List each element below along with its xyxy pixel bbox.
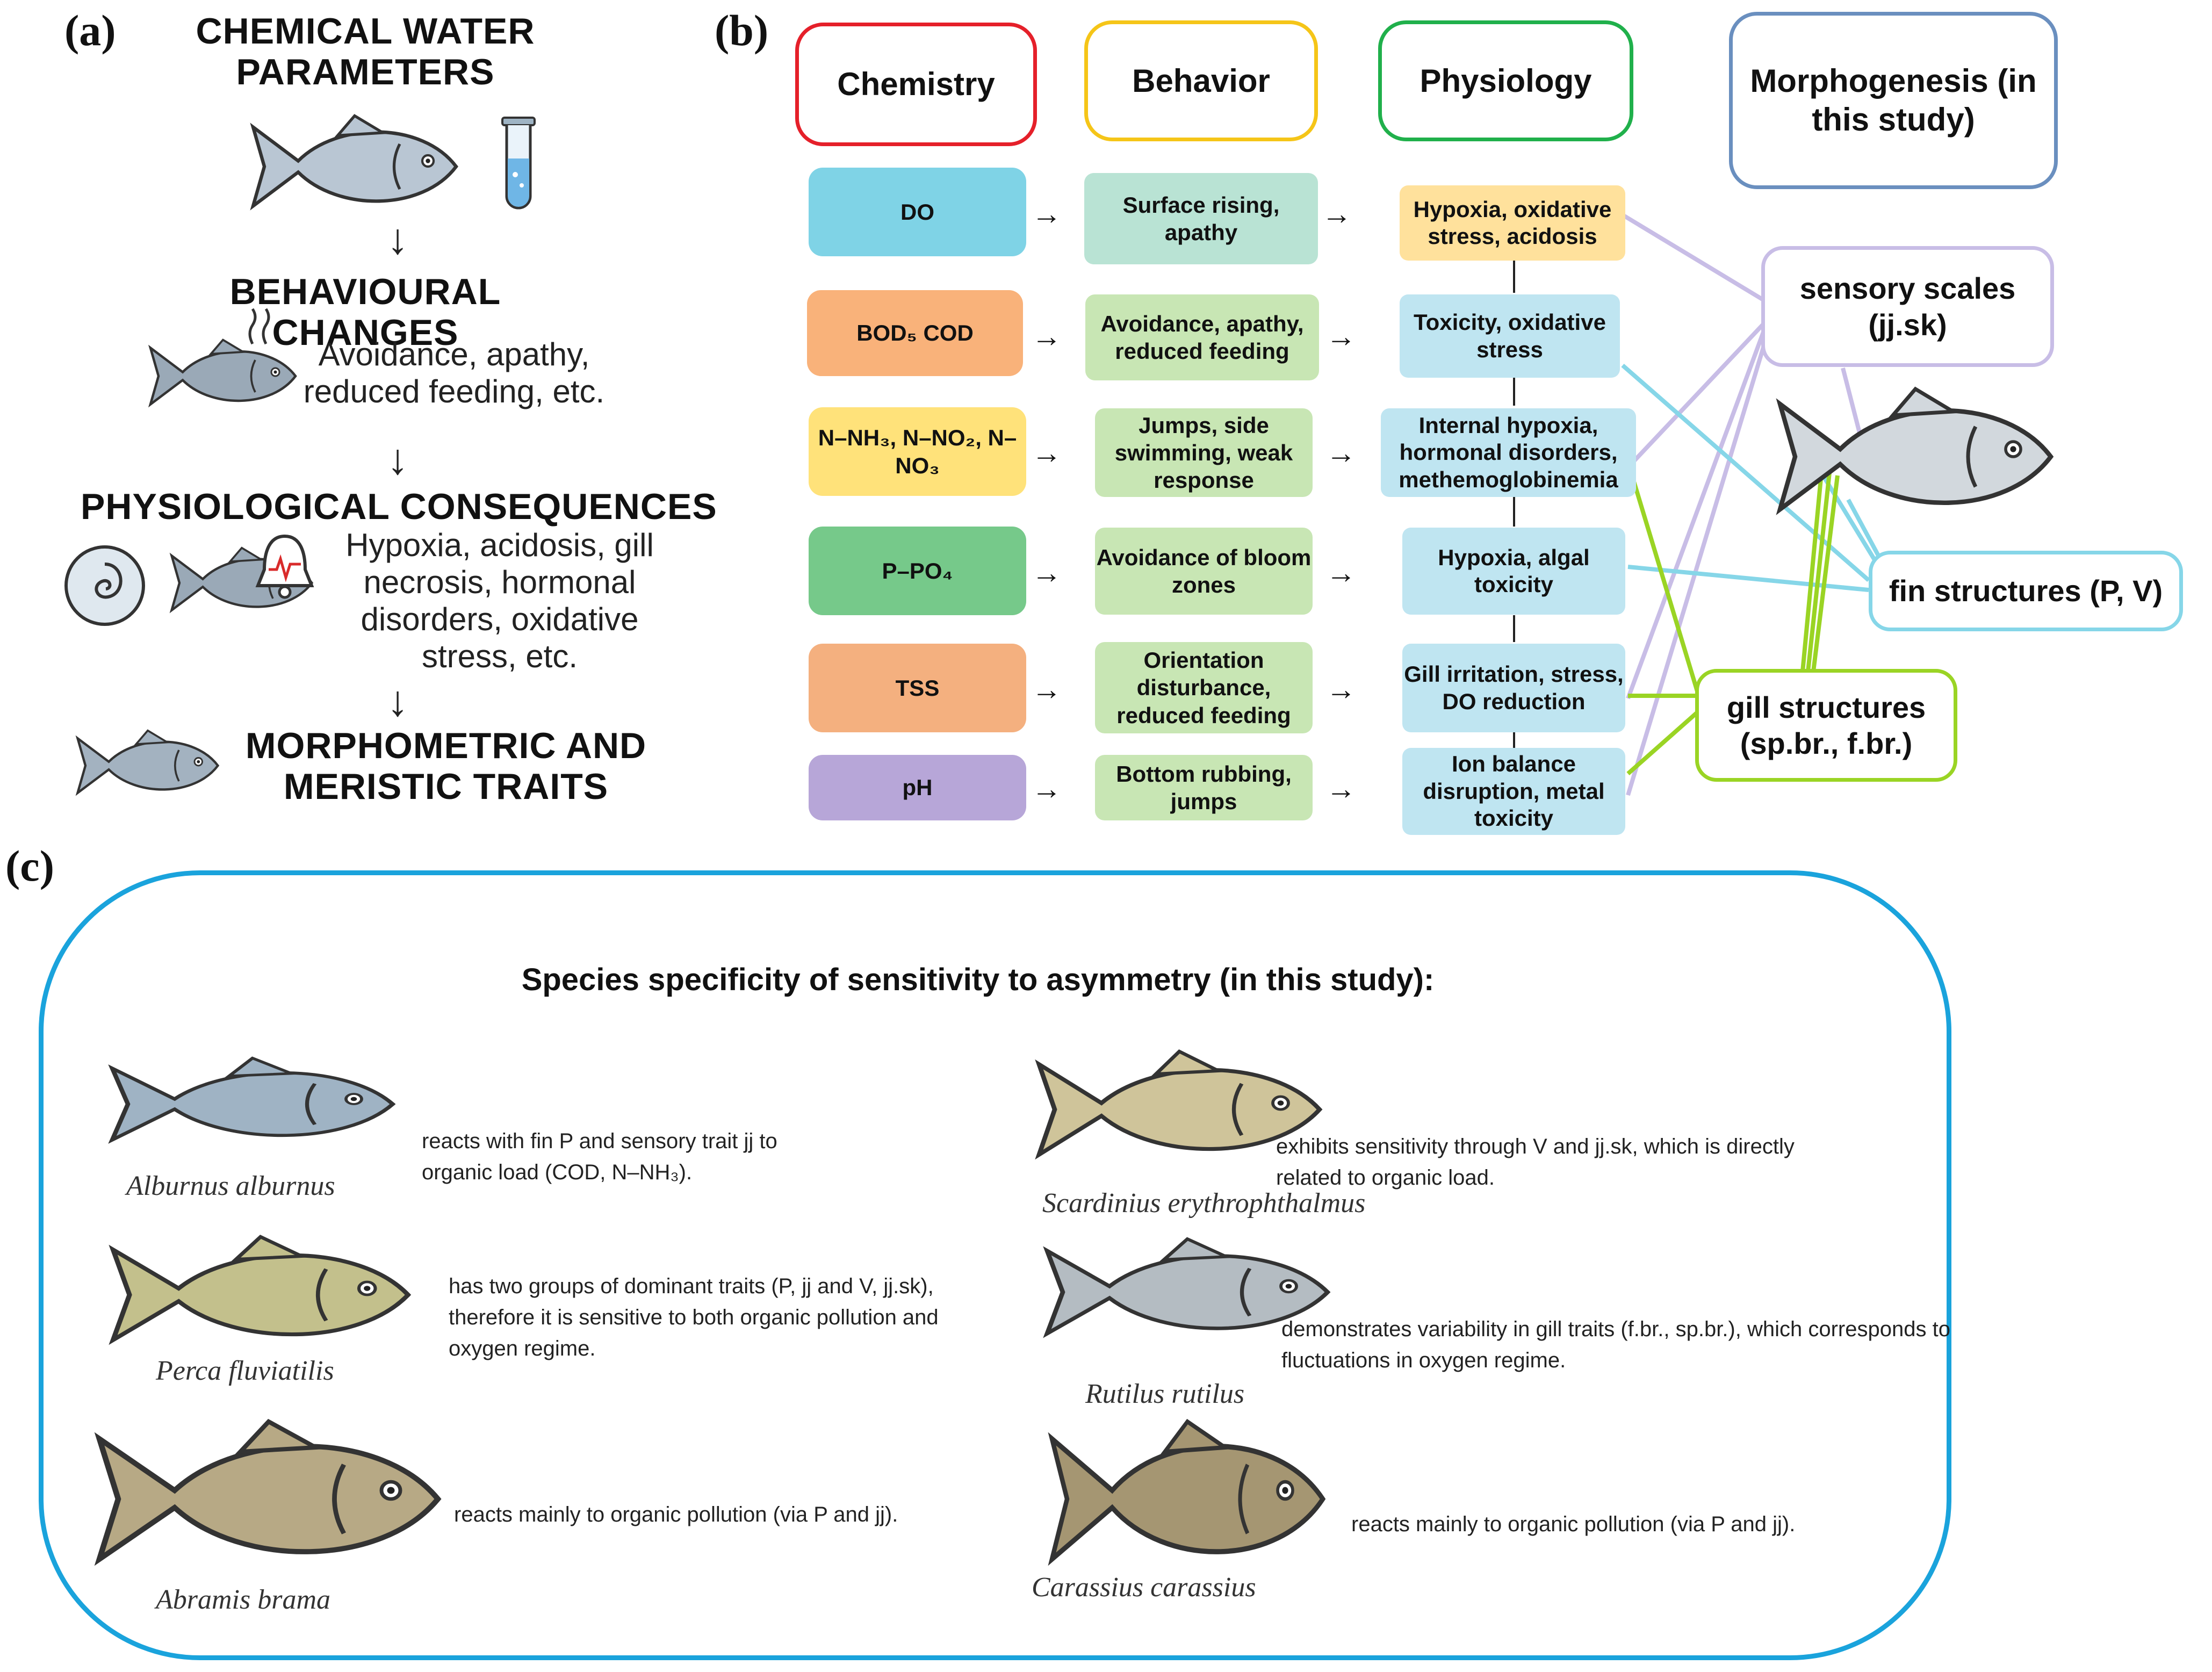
- arrow-right: →: [1032, 556, 1062, 589]
- species-desc-alburnus: reacts with fin P and sensory trait jj t…: [422, 1129, 777, 1184]
- test-tube-icon: [497, 116, 540, 218]
- fish-icon: [1765, 376, 2066, 537]
- chem-tss: TSS: [809, 644, 1026, 732]
- species-frame: [39, 870, 1951, 1660]
- behavior-avoidance-apathy: Avoidance, apathy, reduced feeding: [1085, 294, 1319, 380]
- target-fin-structures: fin structures (P, V): [1869, 551, 2183, 631]
- chem-do: DO: [809, 168, 1026, 256]
- chem-bod-cod: BOD₅ COD: [807, 290, 1023, 376]
- species-desc-rutilus: demonstrates variability in gill traits …: [1281, 1317, 1950, 1372]
- species-desc-abramis: reacts mainly to organic pollution (via …: [454, 1503, 898, 1526]
- physiology-hypoxia: Hypoxia, oxidative stress, acidosis: [1400, 185, 1625, 261]
- arrow-right: →: [1032, 197, 1062, 230]
- species-name-rutilus: Rutilus rutilus: [1085, 1379, 1245, 1409]
- perca-fish-image: [97, 1230, 424, 1359]
- behaviour-heading: BEHAVIOURAL CHANGES: [229, 271, 501, 354]
- arrow-right: →: [1326, 436, 1356, 470]
- morpho-heading: MORPHOMETRIC AND MERISTIC TRAITS: [245, 725, 647, 808]
- species-desc-carassius: reacts mainly to organic pollution (via …: [1351, 1512, 1796, 1536]
- species-name-carassius: Carassius carassius: [1032, 1572, 1256, 1603]
- arrow-right: →: [1032, 772, 1062, 805]
- behavior-surface-rising: Surface rising, apathy: [1084, 173, 1318, 264]
- behavior-bottom-rubbing: Bottom rubbing, jumps: [1095, 755, 1313, 820]
- arrow-right: →: [1032, 672, 1062, 706]
- panel-a-title: CHEMICAL WATER PARAMETERS: [196, 11, 535, 93]
- header-behavior: Behavior: [1084, 20, 1318, 141]
- behavior-jumps-side: Jumps, side swimming, weak response: [1095, 408, 1313, 497]
- gill-links: [1626, 461, 1840, 775]
- arrow-right: →: [1326, 319, 1356, 353]
- abramis-fish-image: [81, 1413, 457, 1585]
- arrow-right: →: [1326, 772, 1356, 805]
- panel-c-title: Species specificity of sensitivity to as…: [521, 962, 1435, 997]
- physiology-toxicity: Toxicity, oxidative stress: [1400, 294, 1620, 378]
- species-name-abramis: Abramis brama: [156, 1584, 331, 1615]
- physiology-heading: PHYSIOLOGICAL CONSEQUENCES: [81, 486, 717, 527]
- cell-icon: [62, 543, 148, 629]
- chem-nitrogen: N–NH₃, N–NO₂, N–NO₃: [809, 407, 1026, 496]
- connector-lines: [1513, 213, 1888, 796]
- arrow-right: →: [1032, 319, 1062, 353]
- header-morphogenesis: Morphogenesis (in this study): [1729, 12, 2058, 189]
- panel-a-label: (a): [64, 6, 116, 55]
- behavior-orientation: Orientation disturbance, reduced feeding: [1095, 642, 1313, 733]
- header-physiology: Physiology: [1378, 20, 1633, 141]
- arrow-right: →: [1322, 197, 1352, 230]
- arrow-right: →: [1326, 672, 1356, 706]
- alarm-bell-icon: [253, 532, 317, 602]
- arrow-right: →: [1326, 556, 1356, 589]
- arrow-down-1: ↓: [387, 215, 408, 263]
- target-sensory-scales: sensory scales (jj.sk): [1761, 246, 2054, 367]
- chem-ph: pH: [809, 755, 1026, 820]
- panel-c-label: (c): [5, 841, 55, 890]
- species-name-alburnus: Alburnus alburnus: [126, 1171, 335, 1201]
- target-gill-structures: gill structures (sp.br., f.br.): [1695, 669, 1957, 782]
- arrow-right: →: [1032, 436, 1062, 470]
- alburnus-fish-image: [97, 1053, 408, 1155]
- header-chemistry: Chemistry: [795, 23, 1037, 146]
- sensory-links: [1621, 213, 1869, 796]
- arrow-down-3: ↓: [387, 677, 408, 725]
- arrow-down-2: ↓: [387, 435, 408, 483]
- species-desc-scardinius: exhibits sensitivity through V and jj.sk…: [1276, 1135, 1795, 1190]
- physiology-algal-toxicity: Hypoxia, algal toxicity: [1402, 528, 1625, 615]
- species-name-perca: Perca fluviatilis: [156, 1356, 334, 1386]
- species-desc-perca: has two groups of dominant traits (P, jj…: [449, 1274, 939, 1360]
- panel-b-label: (b): [715, 6, 769, 55]
- physiology-internal-hypoxia: Internal hypoxia, hormonal disorders, me…: [1381, 408, 1636, 497]
- species-name-scardinius: Scardinius erythrophthalmus: [1042, 1188, 1366, 1219]
- behaviour-text: Avoidance, apathy, reduced feeding, etc.: [303, 336, 605, 409]
- carassius-fish-image: [1037, 1413, 1338, 1585]
- behavior-avoidance-bloom: Avoidance of bloom zones: [1095, 528, 1313, 615]
- chem-phosphate: P–PO₄: [809, 527, 1026, 615]
- physiology-text: Hypoxia, acidosis, gill necrosis, hormon…: [345, 527, 654, 674]
- stressed-fish-icon: [142, 308, 304, 424]
- physiology-gill-irritation: Gill irritation, stress, DO reduction: [1402, 644, 1625, 732]
- physiology-ion-balance: Ion balance disruption, metal toxicity: [1402, 748, 1625, 835]
